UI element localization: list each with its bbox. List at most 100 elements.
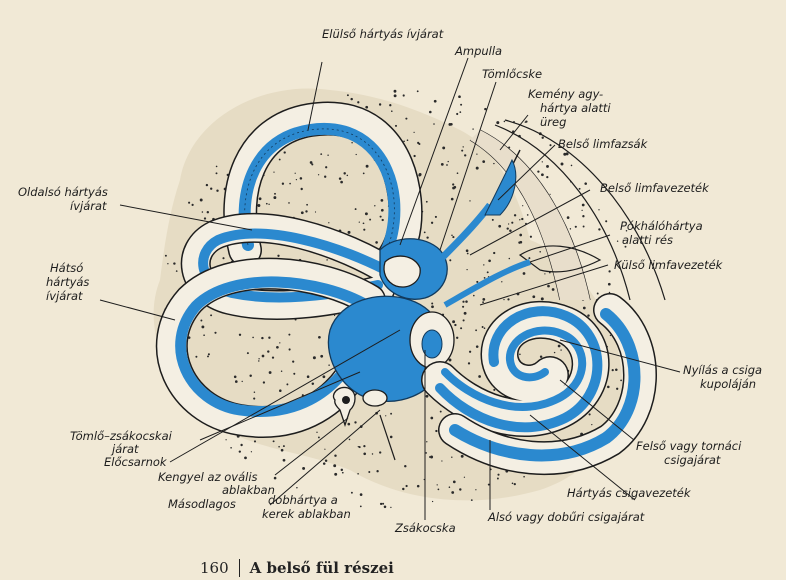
stipple-dot bbox=[272, 357, 274, 359]
stipple-dot bbox=[579, 188, 581, 190]
stipple-dot bbox=[488, 484, 490, 486]
stipple-dot bbox=[597, 293, 599, 295]
stipple-dot bbox=[324, 449, 325, 450]
stipple-dot bbox=[356, 154, 357, 155]
label-utriculosaccular-1: Tömlő–zsákocskai bbox=[70, 429, 173, 443]
stipple-dot bbox=[253, 398, 255, 400]
stipple-dot bbox=[254, 392, 255, 393]
stipple-dot bbox=[552, 288, 555, 291]
stipple-dot bbox=[456, 113, 458, 115]
stipple-dot bbox=[426, 441, 427, 442]
stipple-dot bbox=[300, 177, 303, 180]
stipple-dot bbox=[582, 204, 585, 207]
stipple-dot bbox=[615, 369, 618, 372]
stipple-dot bbox=[440, 411, 442, 413]
stipple-dot bbox=[563, 153, 566, 156]
stipple-dot bbox=[395, 125, 397, 127]
stipple-dot bbox=[363, 222, 365, 224]
stipple-dot bbox=[528, 257, 530, 259]
stipple-dot bbox=[452, 183, 454, 185]
stipple-dot bbox=[167, 263, 168, 264]
stipple-dot bbox=[263, 381, 265, 383]
stipple-dot bbox=[380, 503, 382, 505]
stipple-dot bbox=[537, 170, 539, 172]
stipple-dot bbox=[482, 160, 485, 163]
stipple-dot bbox=[242, 381, 243, 382]
stipple-dot bbox=[292, 361, 294, 363]
stipple-dot bbox=[541, 297, 544, 300]
stipple-dot bbox=[583, 307, 586, 310]
stipple-dot bbox=[608, 283, 611, 286]
label-stapes-2: ablakban bbox=[222, 483, 275, 497]
stipple-dot bbox=[216, 166, 218, 168]
stipple-dot bbox=[554, 352, 555, 353]
label-lateral-canal-1: Oldalsó hártyás bbox=[18, 185, 108, 199]
stipple-dot bbox=[469, 351, 471, 353]
stipple-dot bbox=[254, 440, 256, 442]
stipple-dot bbox=[382, 219, 384, 221]
stipple-dot bbox=[235, 380, 238, 383]
stipple-dot bbox=[546, 176, 548, 178]
stipple-dot bbox=[323, 375, 326, 378]
stipple-dot bbox=[325, 459, 327, 461]
stipple-dot bbox=[288, 334, 290, 336]
stipple-dot bbox=[326, 259, 328, 261]
stipple-dot bbox=[448, 161, 449, 162]
label-utriculosaccular-2: járat bbox=[110, 442, 139, 456]
stipple-dot bbox=[216, 172, 218, 174]
stipple-dot bbox=[446, 164, 448, 166]
stipple-dot bbox=[394, 94, 397, 97]
stipple-dot bbox=[441, 460, 442, 461]
stipple-dot bbox=[328, 222, 329, 223]
label-subarachnoid-1: Pókhálóhártya bbox=[620, 219, 703, 233]
stipple-dot bbox=[342, 472, 344, 474]
stipple-dot bbox=[581, 210, 582, 211]
stipple-dot bbox=[301, 188, 303, 190]
stipple-dot bbox=[230, 447, 232, 449]
stipple-dot bbox=[273, 196, 276, 199]
stipple-dot bbox=[318, 174, 319, 175]
stipple-dot bbox=[454, 324, 456, 326]
stipple-dot bbox=[451, 491, 454, 494]
stipple-dot bbox=[349, 439, 351, 441]
stipple-dot bbox=[478, 375, 481, 378]
stipple-dot bbox=[382, 503, 384, 505]
stipple-dot bbox=[441, 163, 444, 166]
stipple-dot bbox=[359, 446, 361, 448]
stipple-dot bbox=[165, 255, 167, 257]
stipple-dot bbox=[449, 359, 452, 362]
stipple-dot bbox=[239, 334, 241, 336]
stipple-dot bbox=[523, 272, 526, 275]
stipple-dot bbox=[402, 488, 404, 490]
footer-divider bbox=[239, 559, 240, 577]
stipple-dot bbox=[429, 111, 432, 114]
stipple-dot bbox=[333, 464, 336, 467]
stipple-dot bbox=[274, 477, 277, 480]
stipple-dot bbox=[587, 314, 589, 316]
stipple-dot bbox=[363, 173, 365, 175]
stipple-dot bbox=[413, 155, 415, 157]
label-endolymph-sac: Belső limfazsák bbox=[558, 137, 649, 151]
stipple-dot bbox=[357, 101, 359, 103]
stipple-dot bbox=[390, 436, 393, 439]
label-posterior-canal-1: Hátsó bbox=[50, 261, 83, 275]
stipple-dot bbox=[268, 204, 269, 205]
stipple-dot bbox=[512, 482, 514, 484]
stipple-dot bbox=[273, 440, 275, 442]
stipple-dot bbox=[522, 205, 523, 206]
stipple-dot bbox=[519, 234, 522, 237]
stipple-dot bbox=[210, 188, 212, 190]
stipple-dot bbox=[302, 467, 305, 470]
stipple-dot bbox=[453, 481, 456, 484]
stipple-dot bbox=[457, 172, 459, 174]
stipple-dot bbox=[503, 299, 504, 300]
stipple-dot bbox=[347, 175, 349, 177]
stipple-dot bbox=[508, 223, 509, 224]
stipple-dot bbox=[276, 346, 279, 349]
stipple-dot bbox=[293, 373, 295, 375]
stipple-dot bbox=[475, 489, 476, 490]
stipple-dot bbox=[286, 383, 288, 385]
stipple-dot bbox=[519, 219, 520, 220]
stipple-dot bbox=[417, 142, 419, 144]
